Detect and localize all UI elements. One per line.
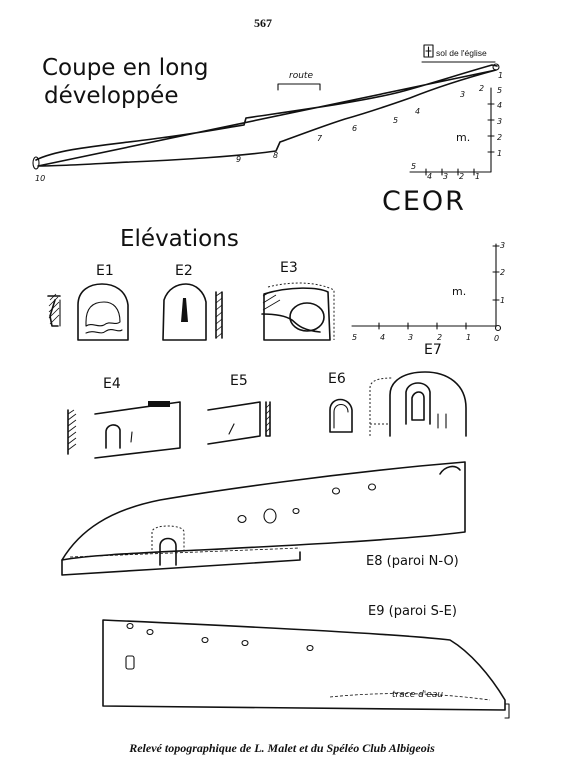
station-10: 10	[35, 174, 45, 183]
scale1-v5: 5	[497, 86, 502, 95]
scale2-v1: 1	[500, 296, 505, 305]
section-title-line1: Coupe en long	[42, 55, 208, 81]
station-7: 7	[317, 134, 323, 143]
e4-label: E4	[103, 376, 121, 392]
station-4: 4	[415, 107, 420, 116]
scale1-h2: 2	[459, 172, 464, 181]
terminal-end	[32, 156, 40, 170]
scale2-h5: 5	[352, 333, 357, 342]
scale1-h4: 4	[427, 172, 432, 181]
e9-label: E9 (paroi S-E)	[368, 604, 457, 619]
scale2-h4: 4	[380, 333, 385, 342]
scale1-ticks	[425, 103, 495, 176]
e2-label: E2	[175, 263, 193, 279]
station-1: 1	[498, 71, 503, 80]
elevations-title: Elévations	[120, 226, 239, 252]
e8-label: E8 (paroi N-O)	[366, 554, 459, 569]
entrance-dot	[492, 63, 500, 71]
station-5: 5	[393, 116, 398, 125]
section-title-line2: développée	[44, 83, 178, 109]
scale1-unit: m.	[456, 131, 470, 144]
church-cross	[425, 46, 432, 57]
elevation-e1	[47, 283, 129, 341]
scale2-h0: 0	[494, 334, 499, 343]
e3-label: E3	[280, 260, 298, 276]
scale2-v3: 3	[500, 241, 505, 250]
station-6: 6	[352, 124, 357, 133]
scale2-unit: m.	[452, 285, 466, 298]
elevation-e4	[67, 401, 181, 459]
station-8: 8	[273, 151, 278, 160]
scale2-h3: 3	[408, 333, 413, 342]
route-marker	[277, 83, 321, 91]
e7-label: E7	[424, 342, 442, 358]
scale1-h5: 5	[411, 162, 416, 171]
station-3: 3	[460, 90, 465, 99]
e5-label: E5	[230, 373, 248, 389]
scale1-v3: 3	[497, 117, 502, 126]
caption: Relevé topographique de L. Malet et du S…	[128, 741, 435, 755]
scale2-ticks	[378, 245, 500, 330]
scale2-h2: 2	[437, 333, 442, 342]
e1-label: E1	[96, 263, 114, 279]
elevation-e5	[207, 401, 271, 445]
elevation-e7	[369, 371, 467, 437]
elevation-e2	[162, 283, 223, 341]
scale1-v1: 1	[497, 149, 502, 158]
church-icon	[423, 44, 434, 58]
scale1-v2: 2	[497, 133, 502, 142]
cave-name: CEOR	[382, 186, 466, 217]
longitudinal-profile	[35, 64, 498, 167]
elevation-e3	[261, 282, 335, 341]
scale2-v2: 2	[500, 268, 505, 277]
scale1-axes	[409, 87, 492, 173]
scale1-v4: 4	[497, 101, 502, 110]
scale2-h1: 1	[466, 333, 471, 342]
scale2-origin	[494, 324, 502, 332]
elevation-e6	[329, 398, 353, 433]
scale1-h1: 1	[475, 172, 480, 181]
elevation-e8	[61, 461, 466, 576]
elevation-e9	[102, 619, 510, 719]
water-trace-label: trace d'eau	[392, 690, 443, 700]
scale1-h3: 3	[443, 172, 448, 181]
route-label: route	[289, 71, 313, 81]
e6-label: E6	[328, 371, 346, 387]
scale2-axes	[351, 243, 497, 327]
church-label: sol de l'église	[436, 48, 487, 58]
station-2: 2	[479, 84, 484, 93]
page-number: 567	[254, 16, 272, 30]
station-9: 9	[236, 155, 241, 164]
